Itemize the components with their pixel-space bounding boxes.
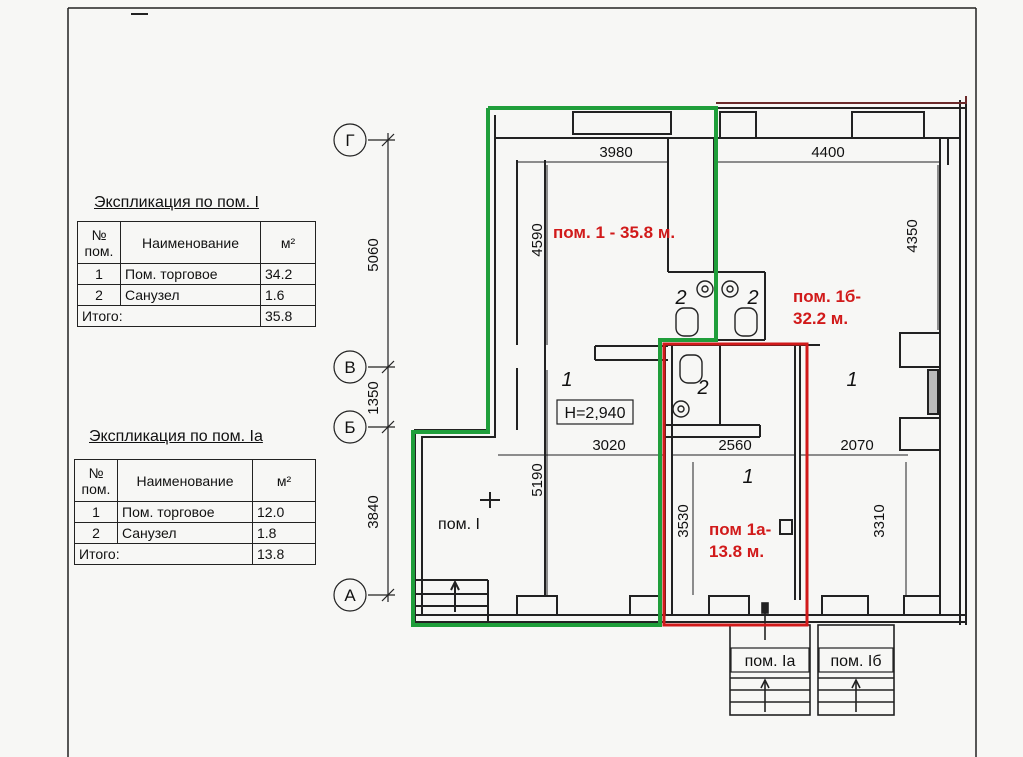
dim-height-center-lower: 3530 [675,504,692,537]
axis-label-v: В [344,358,355,377]
axis-label-g: Г [345,131,354,150]
wc-number-2: 2 [746,287,758,309]
explication-title-1: Экспликация по пом. I [94,194,259,211]
wc-fixture-1-toilet [675,307,699,337]
axis-label-b: Б [344,418,355,437]
row-num: 1 [74,501,118,523]
entrance-label-pom-ib: пом. Iб [830,653,881,670]
dim-top-left: 3980 [599,144,632,161]
wc-fixture-1-sink [696,280,714,298]
header-name: Наименование [120,221,261,264]
dim-height-right-upper: 4350 [904,219,921,252]
wc-fixture-2-sink [721,280,739,298]
row-num: 2 [77,284,121,306]
highlight-label-pom-1a-line1: пом 1а- [709,520,771,539]
row-name: Пом. торговое [120,263,261,285]
table-row: 2 Санузел 1.8 [74,522,316,544]
ceiling-height-box [556,399,634,425]
table-row: 1 Пом. торговое 12.0 [74,501,316,523]
entrance-label-pom-ia: пом. Iа [745,653,796,670]
dim-height-left-lower: 5190 [529,463,546,496]
table-total-row: Итого: 35.8 [77,305,316,327]
wc-fixture-2-toilet [734,307,758,337]
highlight-label-pom-1b-line1: пом. 1б- [793,287,861,306]
dimension-lines [498,161,940,595]
explication-title-1a: Экспликация по пом. Iа [89,428,263,445]
row-area: 12.0 [252,501,316,523]
entrance-label-box-ia [730,647,810,673]
axis-bubble-b [333,410,367,444]
explication-grid-1a: № пом. Наименование м² 1 Пом. торговое 1… [74,459,316,565]
dim-mid-center: 2560 [718,437,751,454]
wc-number-1: 2 [674,287,686,309]
total-value: 35.8 [260,305,316,327]
highlight-label-pom-1b-line2: 32.2 м. [793,309,848,328]
axis-system [333,123,395,612]
axis-bubble-g [333,123,367,157]
room-1a-number: 1 [742,466,753,488]
dim-axis-ba: 3840 [365,495,382,528]
header-num: № пом. [77,221,121,264]
room-1b-outline [716,96,967,104]
axis-bubble-v [333,350,367,384]
dim-mid-left: 3020 [592,437,625,454]
ceiling-height: Н=2,940 [565,405,626,422]
wc-fixtures [672,280,758,418]
row-area: 1.6 [260,284,316,306]
axis-label-a: А [344,586,356,605]
building-walls [414,100,967,625]
room-1a-outline [662,342,809,627]
wc-number-3: 2 [696,377,708,399]
highlight-label-pom-1a-line2: 13.8 м. [709,542,764,561]
room-1b-number: 1 [846,369,857,391]
wc-fixture-3-toilet [679,354,703,384]
room-main-number: 1 [561,369,572,391]
dim-mid-right: 2070 [840,437,873,454]
header-name: Наименование [117,459,253,502]
total-value: 13.8 [252,543,316,565]
entrance-label-pom-i: пом. I [438,516,480,533]
total-label: Итого: [77,305,261,327]
highlight-label-pom-1: пом. 1 - 35.8 м. [553,223,675,242]
header-num: № пом. [74,459,118,502]
row-name: Санузел [117,522,253,544]
dim-height-left-upper: 4590 [529,223,546,256]
entrance-label-box-ib [818,647,894,673]
header-area: м² [260,221,316,264]
room-1-outline [411,106,718,627]
table-row: 1 Пом. торговое 34.2 [77,263,316,285]
table-row: 2 Санузел 1.6 [77,284,316,306]
header-area: м² [252,459,316,502]
row-area: 34.2 [260,263,316,285]
row-area: 1.8 [252,522,316,544]
row-name: Пом. торговое [117,501,253,523]
wc-fixture-3-sink [672,400,690,418]
dim-axis-gv: 5060 [365,238,382,271]
total-label: Итого: [74,543,253,565]
axis-bubble-a [333,578,367,612]
row-name: Санузел [120,284,261,306]
dim-height-right-lower: 3310 [871,504,888,537]
row-num: 2 [74,522,118,544]
explication-grid-1: № пом. Наименование м² 1 Пом. торговое 3… [77,221,316,327]
table-total-row: Итого: 13.8 [74,543,316,565]
dim-axis-vb: 1350 [365,381,382,414]
row-num: 1 [77,263,121,285]
dim-top-right: 4400 [811,144,844,161]
